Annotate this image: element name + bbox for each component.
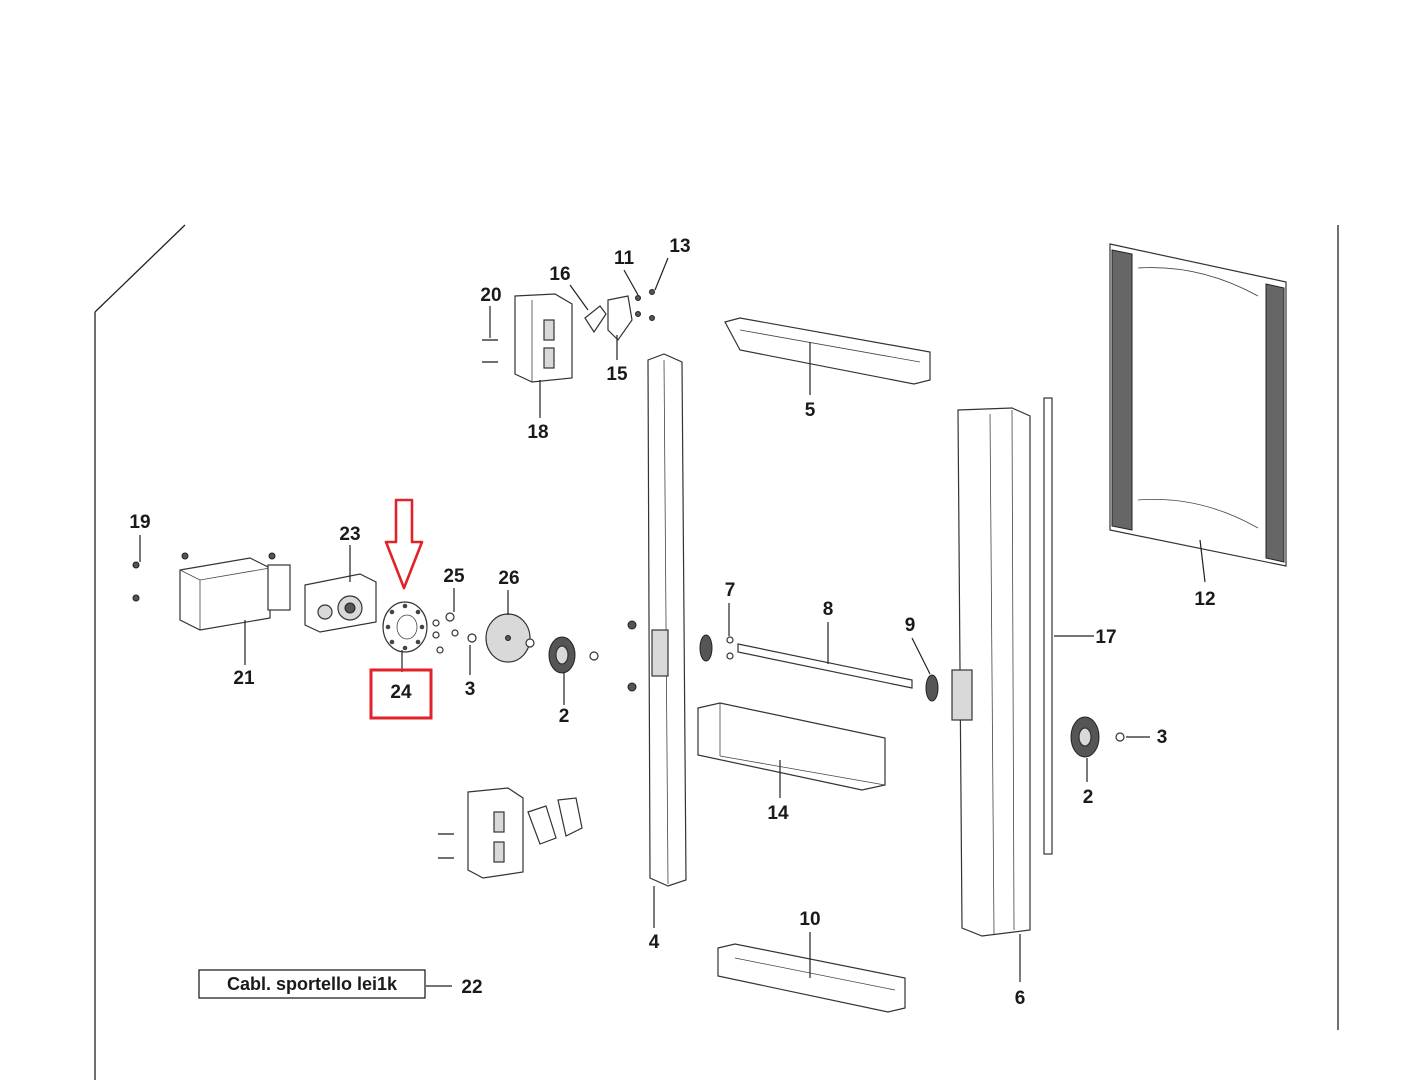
part-7-spring bbox=[699, 634, 734, 662]
part-2-gear-left bbox=[548, 636, 599, 674]
callout-16: 16 bbox=[549, 264, 570, 285]
part-10-bottom-bar bbox=[717, 943, 906, 1013]
part-14-trough bbox=[697, 702, 886, 791]
part-8-shaft bbox=[737, 643, 913, 689]
callout-3-left: 3 bbox=[465, 679, 476, 700]
part-9-gear-end bbox=[925, 674, 939, 702]
part-16-latch bbox=[584, 289, 655, 341]
part-23-gear-motor bbox=[304, 573, 377, 633]
callout-26: 26 bbox=[498, 568, 519, 589]
part-4-left-profile bbox=[627, 353, 687, 887]
callout-13: 13 bbox=[669, 236, 690, 257]
callout-15: 15 bbox=[606, 364, 628, 385]
callout-18: 18 bbox=[527, 422, 548, 443]
callout-19: 19 bbox=[129, 512, 150, 533]
callout-14: 14 bbox=[767, 803, 789, 824]
wiring-label-text: Cabl. sportello lei1k bbox=[227, 974, 398, 994]
callout-20: 20 bbox=[480, 285, 501, 306]
part-2-gear-right bbox=[1070, 716, 1125, 758]
callout-5: 5 bbox=[805, 400, 816, 421]
callout-21: 21 bbox=[233, 668, 255, 689]
part-5-top-bar bbox=[724, 317, 931, 385]
callout-2-right: 2 bbox=[1083, 787, 1094, 808]
frame-border bbox=[94, 224, 1339, 1080]
part-6-right-profile bbox=[951, 407, 1031, 937]
highlight-arrow-icon bbox=[384, 498, 424, 590]
callout-24: 24 bbox=[390, 682, 412, 703]
part-25-screws bbox=[432, 612, 477, 654]
callout-23: 23 bbox=[339, 524, 360, 545]
part-18-hinge-bracket-top bbox=[482, 293, 573, 383]
highlight-marker bbox=[369, 498, 433, 720]
part-24-hub bbox=[382, 601, 428, 653]
callout-3-right: 3 bbox=[1157, 727, 1168, 748]
callout-6: 6 bbox=[1015, 988, 1026, 1009]
callout-7: 7 bbox=[725, 580, 736, 601]
part-12-glass-door bbox=[1109, 243, 1287, 567]
callout-labels: 19 21 23 24 25 3 26 2 20 18 16 15 11 13 … bbox=[129, 236, 1215, 1009]
callout-4: 4 bbox=[649, 932, 660, 953]
callout-22: 22 bbox=[461, 977, 482, 998]
callout-8: 8 bbox=[823, 599, 834, 620]
callout-25: 25 bbox=[443, 566, 465, 587]
leader-lines bbox=[139, 257, 1206, 987]
lower-hinge-bracket bbox=[438, 787, 583, 879]
highlight-box bbox=[369, 668, 433, 720]
callout-12: 12 bbox=[1194, 589, 1215, 610]
part-21-motor-housing bbox=[132, 552, 291, 631]
part-26-disc bbox=[485, 613, 535, 663]
part-17-rod bbox=[1043, 397, 1053, 855]
callout-17: 17 bbox=[1095, 627, 1116, 648]
callout-9: 9 bbox=[905, 615, 916, 636]
callout-10: 10 bbox=[799, 909, 820, 930]
callout-11: 11 bbox=[614, 248, 635, 269]
wiring-label-box: Cabl. sportello lei1k bbox=[198, 969, 426, 999]
callout-2-left: 2 bbox=[559, 706, 570, 727]
